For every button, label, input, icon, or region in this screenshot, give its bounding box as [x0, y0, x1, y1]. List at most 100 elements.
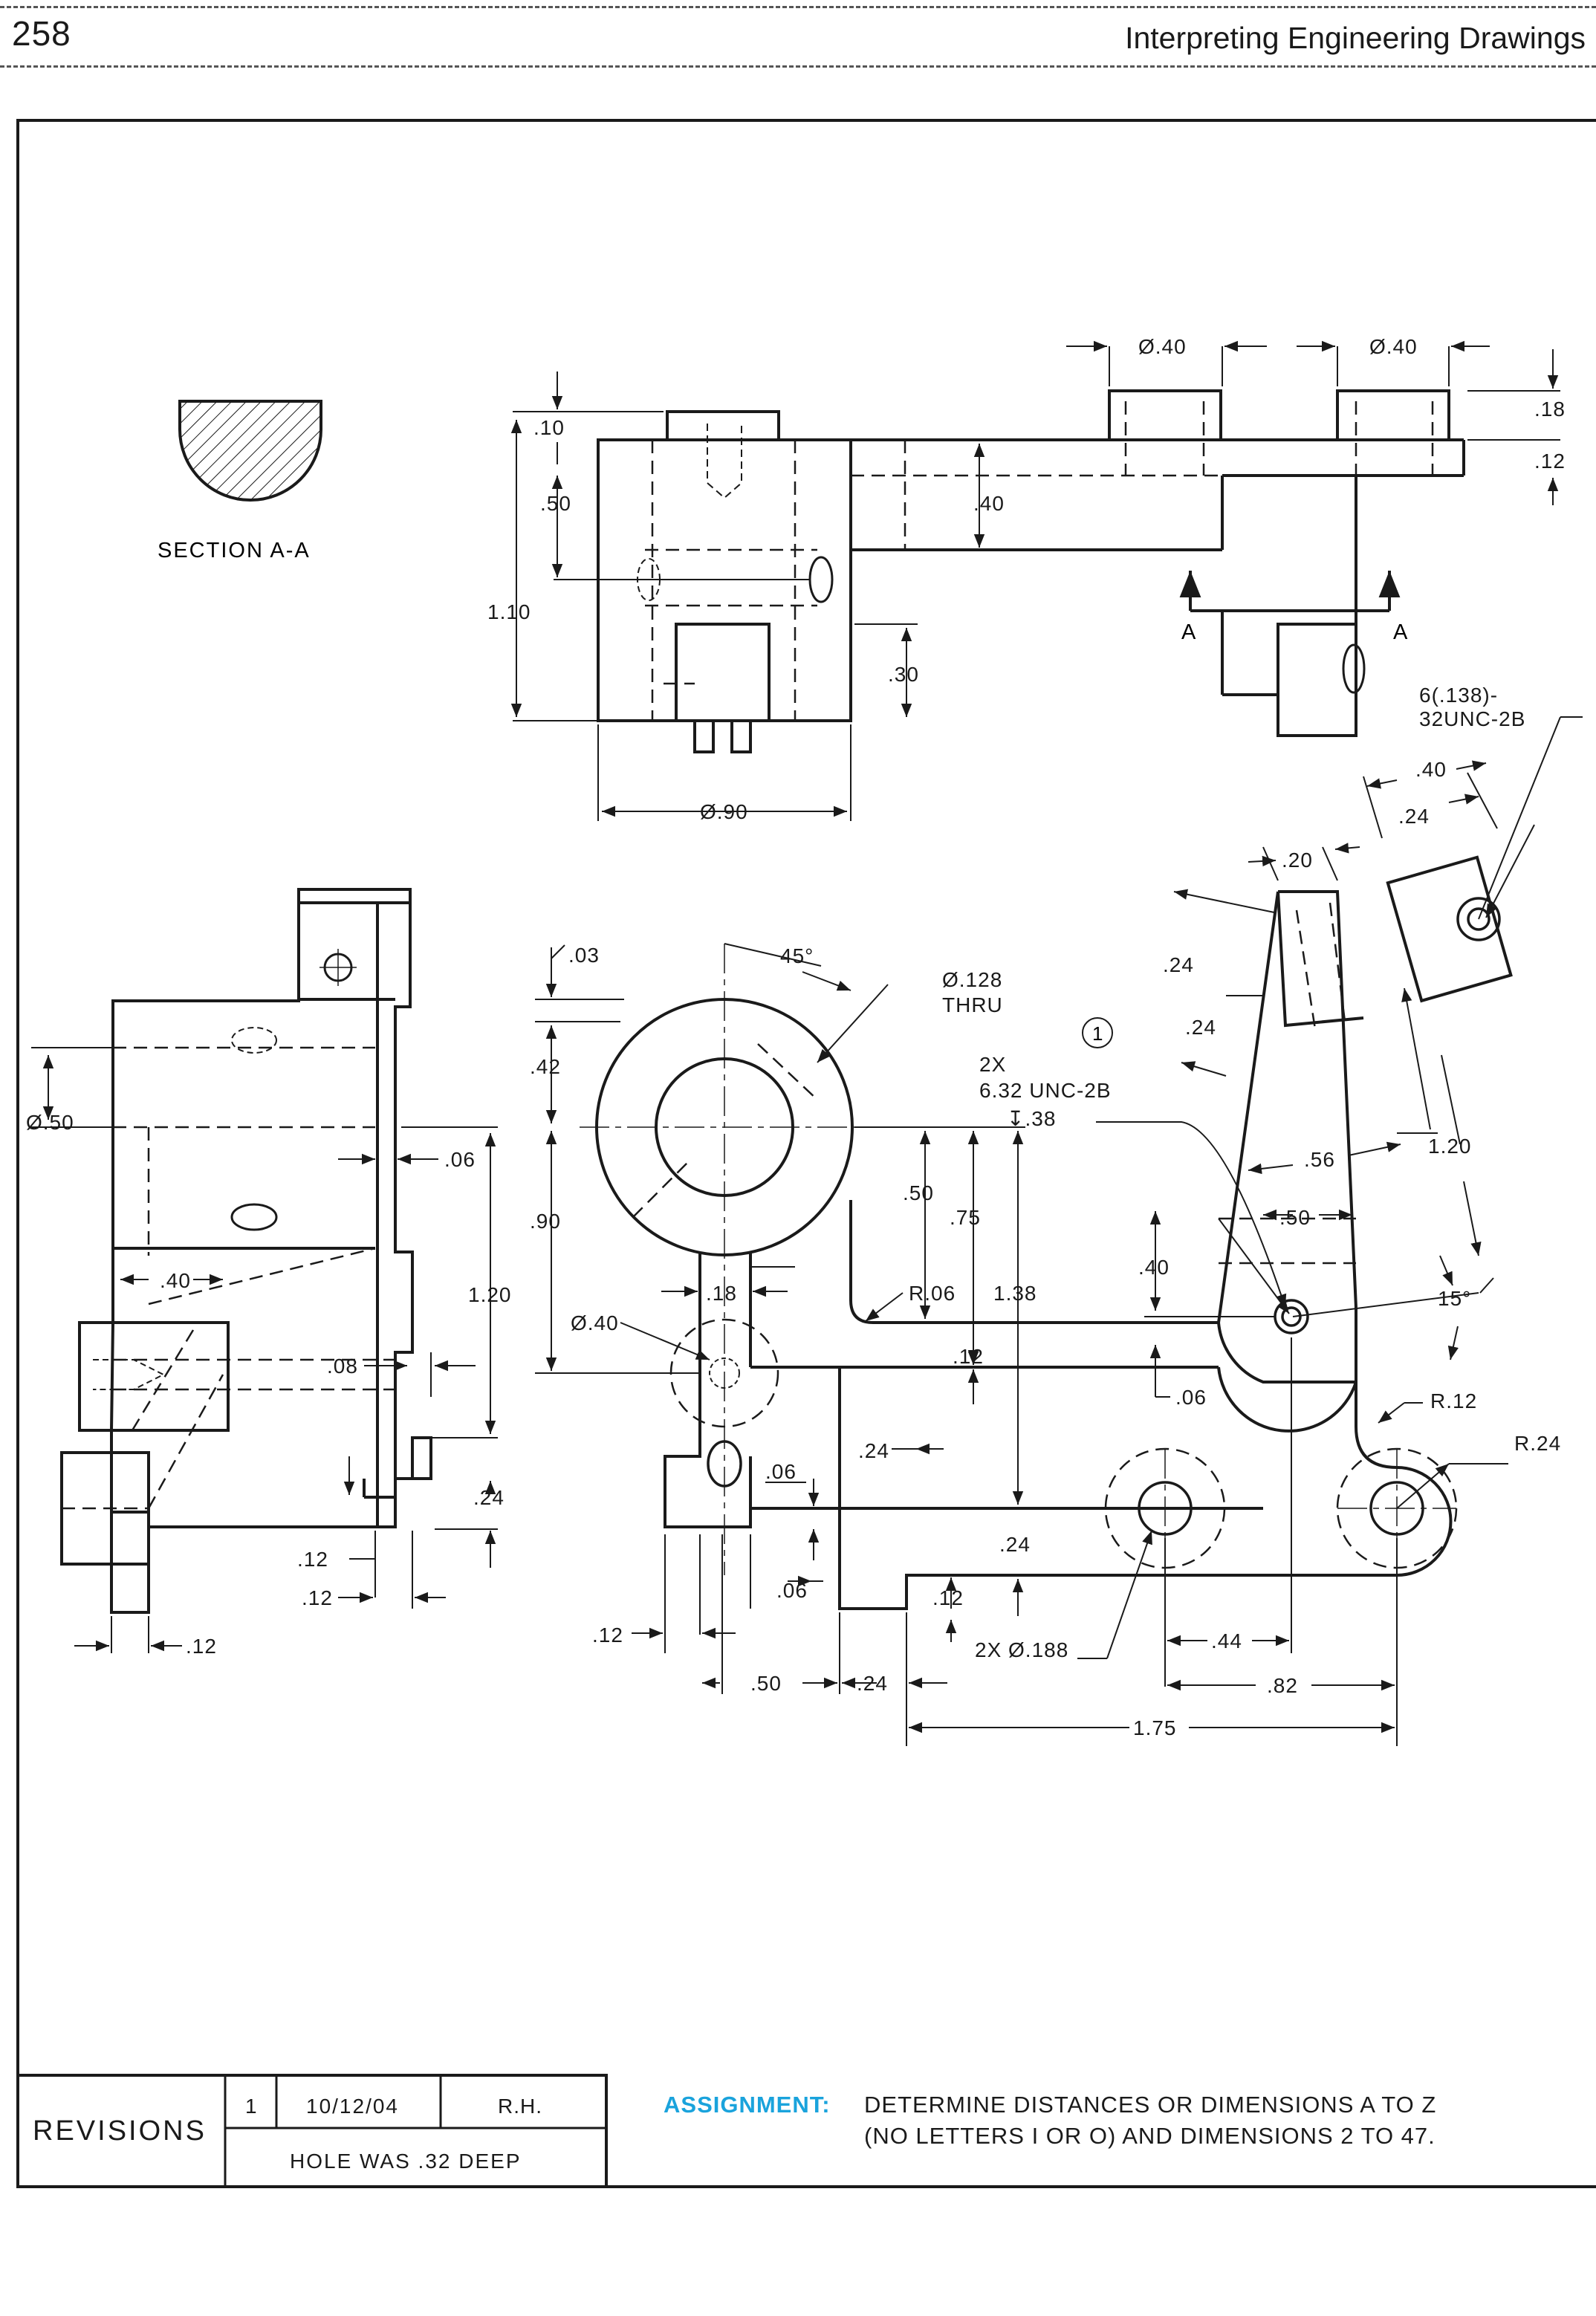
- page-number: 258: [12, 14, 71, 53]
- dim-18-center: .18: [706, 1282, 737, 1305]
- assignment-line-1: DETERMINE DISTANCES OR DIMENSIONS A TO Z: [864, 2092, 1437, 2118]
- section-mark-right: A: [1393, 620, 1408, 644]
- holes-188: 2X Ø.188: [975, 1638, 1068, 1661]
- section-a-a-view: SECTION A-A: [158, 400, 322, 562]
- dim-24-right-3: .24: [1185, 1016, 1216, 1039]
- left-side-view: [60, 888, 432, 1614]
- top-view: [597, 389, 1465, 753]
- dim-90-dia: Ø.90: [700, 800, 748, 823]
- dim-30: .30: [888, 663, 919, 686]
- revision-date: 10/12/04: [306, 2095, 399, 2118]
- thread-6: 6(.138)-: [1419, 684, 1498, 707]
- dim-12-tr: .12: [1534, 450, 1566, 473]
- svg-text:1: 1: [1092, 1022, 1103, 1045]
- radius-06: R.06: [909, 1282, 956, 1305]
- callout-1: 1: [1082, 1017, 1113, 1048]
- dim-50-top: .50: [540, 492, 571, 515]
- dim-12-left-2: .12: [302, 1586, 333, 1609]
- dim-08: .08: [327, 1355, 358, 1378]
- section-cut-line: [1179, 571, 1401, 612]
- dim-40-right: .40: [1415, 758, 1447, 781]
- dim-24-left: .24: [473, 1486, 505, 1509]
- assignment-note: ASSIGNMENT: DETERMINE DISTANCES OR DIMEN…: [664, 2089, 1436, 2149]
- dim-56: .56: [1304, 1148, 1335, 1171]
- dim-90: .90: [530, 1210, 561, 1233]
- angle-15: 15°: [1438, 1287, 1471, 1310]
- note-depth: ↧.38: [1007, 1107, 1056, 1130]
- top-view-dimension-lines: [510, 340, 1560, 821]
- dim-24-bottom: .24: [857, 1672, 888, 1695]
- dim-20: .20: [1282, 849, 1313, 872]
- revisions-block: [16, 2074, 608, 2188]
- dim-10: .10: [533, 416, 565, 439]
- section-mark-left: A: [1181, 620, 1196, 644]
- running-head: Interpreting Engineering Drawings: [1125, 21, 1586, 55]
- revision-number: 1: [245, 2095, 257, 2118]
- dim-12-left-3: .12: [186, 1635, 217, 1658]
- dim-120-left: 1.20: [468, 1283, 512, 1306]
- radius-24: R.24: [1514, 1432, 1561, 1455]
- hole-128: Ø.128: [942, 968, 1002, 991]
- left-view-dimension-lines: [31, 1047, 498, 1653]
- dim-50-dia-left: Ø.50: [26, 1111, 74, 1134]
- dim-82: .82: [1267, 1674, 1298, 1697]
- top-view-holes: [637, 424, 1366, 694]
- dim-12-left-1: .12: [297, 1548, 328, 1571]
- dia-40-center: Ø.40: [571, 1311, 619, 1334]
- dim-06-right: .06: [1175, 1386, 1207, 1409]
- dim-12-center: .12: [953, 1345, 984, 1368]
- revisions-title: REVISIONS: [33, 2115, 207, 2147]
- note-thread: 6.32 UNC-2B: [979, 1079, 1112, 1102]
- dim-24-right: .24: [1398, 805, 1430, 828]
- radius-12: R.12: [1430, 1389, 1477, 1412]
- dim-40-top: .40: [973, 492, 1005, 515]
- dim-top-dia-left: Ø.40: [1138, 335, 1187, 358]
- dim-50-center: .50: [903, 1181, 934, 1204]
- dim-42: .42: [530, 1055, 561, 1078]
- dim-06-left: .06: [444, 1148, 476, 1171]
- top-view-dimension-text: Ø.40 Ø.40 .18 .12 .10 .50 .40 1.10 .30 Ø…: [487, 335, 1566, 823]
- dim-12-center-2: .12: [932, 1586, 964, 1609]
- left-side-view-holes: [93, 949, 357, 1390]
- dim-50-right: .50: [1279, 1206, 1311, 1229]
- dim-110: 1.10: [487, 600, 531, 623]
- assignment-line-2: (NO LETTERS I OR O) AND DIMENSIONS 2 TO …: [864, 2123, 1436, 2149]
- revision-description: HOLE WAS .32 DEEP: [290, 2150, 522, 2173]
- dim-40-right-2: .40: [1138, 1256, 1170, 1279]
- page-header: 258 Interpreting Engineering Drawings: [0, 0, 1596, 71]
- dim-24-center-2: .24: [999, 1533, 1031, 1556]
- dim-24-right-2: .24: [1163, 953, 1194, 976]
- front-view-dimension-text: .03 45° Ø.128 THRU .42 .90 .50 .75 1.38 …: [530, 684, 1561, 1739]
- dim-18: .18: [1534, 398, 1566, 421]
- thread-6b: 32UNC-2B: [1419, 707, 1525, 730]
- dim-06-center: .06: [765, 1460, 797, 1483]
- dim-03: .03: [568, 944, 600, 967]
- dim-top-dia-right: Ø.40: [1369, 335, 1418, 358]
- dim-44: .44: [1211, 1629, 1242, 1652]
- section-label: SECTION A-A: [158, 539, 311, 562]
- front-view-holes: [707, 897, 1501, 1536]
- header-top-rule: [0, 6, 1596, 8]
- note-2x: 2X: [979, 1053, 1006, 1076]
- dim-50-bottom: .50: [750, 1672, 782, 1695]
- dim-120-right: 1.20: [1428, 1135, 1472, 1158]
- assignment-label: ASSIGNMENT:: [664, 2092, 831, 2118]
- header-bottom-rule: [0, 65, 1596, 68]
- top-view-hidden: [645, 401, 1434, 721]
- left-side-view-hidden: [62, 1046, 395, 1510]
- angle-45: 45°: [780, 944, 814, 967]
- dim-138: 1.38: [993, 1282, 1037, 1305]
- dim-06-center-2: .06: [776, 1579, 808, 1602]
- left-view-dimension-text: Ø.50 .06 .40 .08 1.20 .24 .12 .12 .12: [26, 1111, 512, 1658]
- thread-leader: [1096, 1121, 1287, 1308]
- revision-initials: R.H.: [498, 2095, 542, 2118]
- hole-thru: THRU: [942, 993, 1003, 1016]
- dim-40-left: .40: [160, 1269, 191, 1292]
- dim-175: 1.75: [1133, 1716, 1177, 1739]
- dim-75: .75: [950, 1206, 981, 1229]
- front-view-dimension-lines: [535, 716, 1583, 1746]
- dim-12-center-3: .12: [592, 1624, 623, 1647]
- dim-24-center: .24: [858, 1439, 889, 1462]
